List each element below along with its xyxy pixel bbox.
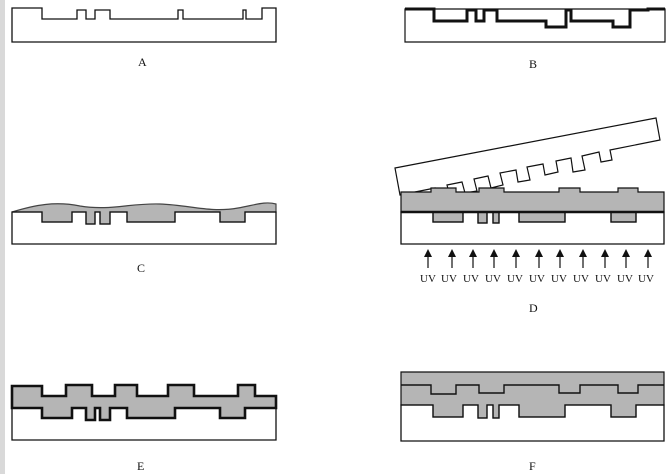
panel-c-label: C: [137, 261, 145, 275]
panel-e: E: [10, 383, 278, 473]
uv-label: UV: [573, 273, 589, 285]
panel-e-label: E: [137, 459, 144, 473]
panel-d-filled-layer: [400, 187, 665, 224]
panel-f-top-structure-line: [401, 384, 664, 395]
panel-b: B: [404, 7, 666, 71]
uv-arrow: UV: [420, 249, 436, 285]
panel-d-label: D: [529, 301, 538, 315]
uv-arrow: UV: [485, 249, 501, 285]
panel-d-stamp: [394, 117, 661, 200]
panel-a: A: [11, 7, 277, 69]
panel-e-substrate: [11, 407, 277, 441]
uv-arrow: UV: [507, 249, 523, 285]
uv-arrow: UV: [638, 249, 654, 285]
uv-arrow: UV: [529, 249, 545, 285]
panel-c-resin-layer: [11, 202, 277, 225]
uv-label: UV: [595, 273, 611, 285]
panel-d-substrate: [400, 211, 665, 245]
uv-label: UV: [485, 273, 501, 285]
uv-label: UV: [441, 273, 457, 285]
uv-label: UV: [420, 273, 436, 285]
panel-e-cured-film: [10, 383, 278, 422]
uv-label: UV: [638, 273, 654, 285]
uv-label: UV: [551, 273, 567, 285]
uv-arrow: UV: [551, 249, 567, 285]
uv-arrow: UV: [573, 249, 589, 285]
panel-f-label: F: [529, 459, 536, 473]
panel-b-coating-line: [405, 7, 665, 29]
panel-c-substrate: [11, 211, 277, 245]
uv-label: UV: [529, 273, 545, 285]
panel-d: UV UV UV UV UV UV UV UV UV UV UV D: [394, 117, 665, 315]
panel-a-substrate: [11, 7, 277, 43]
panel-f: F: [400, 371, 665, 473]
panel-f-substrate: [400, 404, 665, 442]
uv-label: UV: [463, 273, 479, 285]
uv-arrow: UV: [617, 249, 633, 285]
uv-arrows: UV UV UV UV UV UV UV UV UV UV UV: [420, 249, 654, 285]
panel-a-label: A: [138, 55, 147, 69]
uv-arrow: UV: [595, 249, 611, 285]
uv-label: UV: [507, 273, 523, 285]
uv-label: UV: [617, 273, 633, 285]
panel-f-gray-layer: [400, 371, 665, 419]
uv-arrow: UV: [463, 249, 479, 285]
left-border: [0, 0, 5, 474]
panel-b-label: B: [529, 57, 537, 71]
uv-arrow: UV: [441, 249, 457, 285]
panel-c: C: [11, 202, 277, 275]
